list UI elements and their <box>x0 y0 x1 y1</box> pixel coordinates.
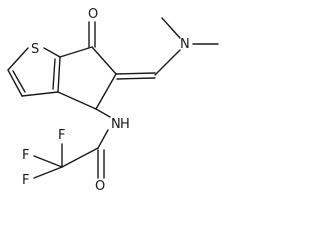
atom-amide-oxygen: O <box>95 179 105 194</box>
atom-fluorine-left-upper: F <box>22 148 29 163</box>
bond-c3a-c6a-inner <box>52 58 56 90</box>
bond-c3-c3a <box>21 91 59 97</box>
bond-cf3-f3 <box>33 166 63 179</box>
structure-diagram: S O N N H O F F F <box>7 7 219 194</box>
bond-n-me1 <box>161 17 181 39</box>
atom-ketone-oxygen: O <box>88 7 98 22</box>
bond-c6a-c6 <box>59 46 93 58</box>
bond-c5-ch-2 <box>116 77 156 80</box>
bond-c2-c3 <box>7 69 23 97</box>
atom-fluorine-top: F <box>58 128 65 143</box>
bond-c6a-s <box>43 47 61 58</box>
bond-ch-n <box>154 49 181 76</box>
bond-c5-ch-1 <box>115 72 156 75</box>
bond-s-c2 <box>7 47 29 71</box>
bond-c6-c5 <box>91 46 117 75</box>
bond-c4-nh <box>95 108 111 118</box>
bond-c2-c3-inner <box>12 70 26 93</box>
bond-nh-c <box>97 129 109 149</box>
atom-amide-hydrogen: H <box>120 117 130 132</box>
bond-c4-c3a <box>57 91 97 110</box>
atom-sulfur: S <box>31 42 39 57</box>
atom-amine-nitrogen: N <box>180 37 190 52</box>
bond-c-cf3 <box>61 147 99 168</box>
bond-c3a-c6a <box>57 56 61 93</box>
atom-fluorine-left-lower: F <box>22 173 29 188</box>
bond-c5-c4 <box>95 73 117 110</box>
molecule-canvas: S O N N H O F F F <box>7 7 219 194</box>
atom-amide-nitrogen: N <box>111 117 121 132</box>
bond-cf3-f2 <box>33 155 63 168</box>
